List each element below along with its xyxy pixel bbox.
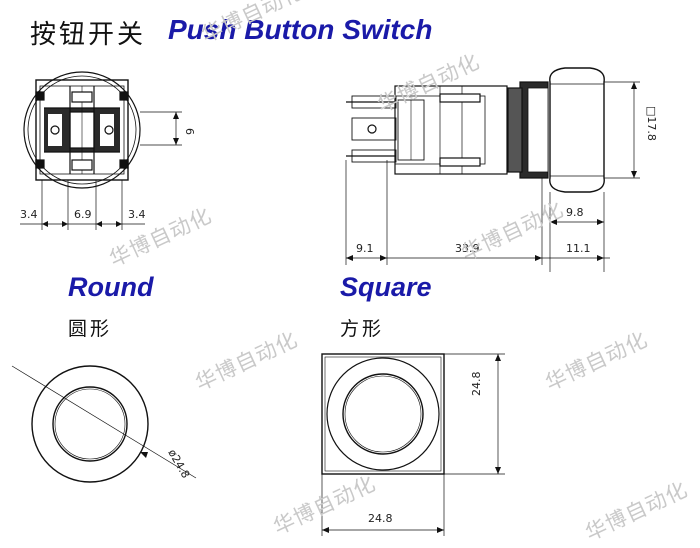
title-english: Push Button Switch xyxy=(168,14,433,45)
dim-side-square: □17.8 xyxy=(645,106,658,141)
dim-round-diameter: ø24.8 xyxy=(165,447,192,481)
dim-front-mid: 6.9 xyxy=(74,208,92,221)
dim-side-pins: 9.1 xyxy=(356,242,374,255)
round-label-cn: 圆形 xyxy=(68,318,113,340)
front-view xyxy=(23,71,141,189)
title-chinese: 按钮开关 xyxy=(30,20,147,50)
dim-side-cap: 9.8 xyxy=(566,206,584,219)
square-top-view xyxy=(321,353,445,475)
dim-side-body: 33.9 xyxy=(455,242,480,255)
dim-square-width: 24.8 xyxy=(368,512,393,525)
side-view xyxy=(346,67,605,193)
dim-front-right: 3.4 xyxy=(128,208,146,221)
dim-front-height: 6 xyxy=(183,128,196,135)
square-label: Square xyxy=(340,272,432,302)
round-label: Round xyxy=(68,272,154,302)
dim-square-height: 24.8 xyxy=(470,372,483,397)
round-top-view xyxy=(11,365,197,483)
square-label-cn: 方形 xyxy=(340,318,385,340)
dim-front-left: 3.4 xyxy=(20,208,38,221)
dim-side-bezel: 11.1 xyxy=(566,242,591,255)
